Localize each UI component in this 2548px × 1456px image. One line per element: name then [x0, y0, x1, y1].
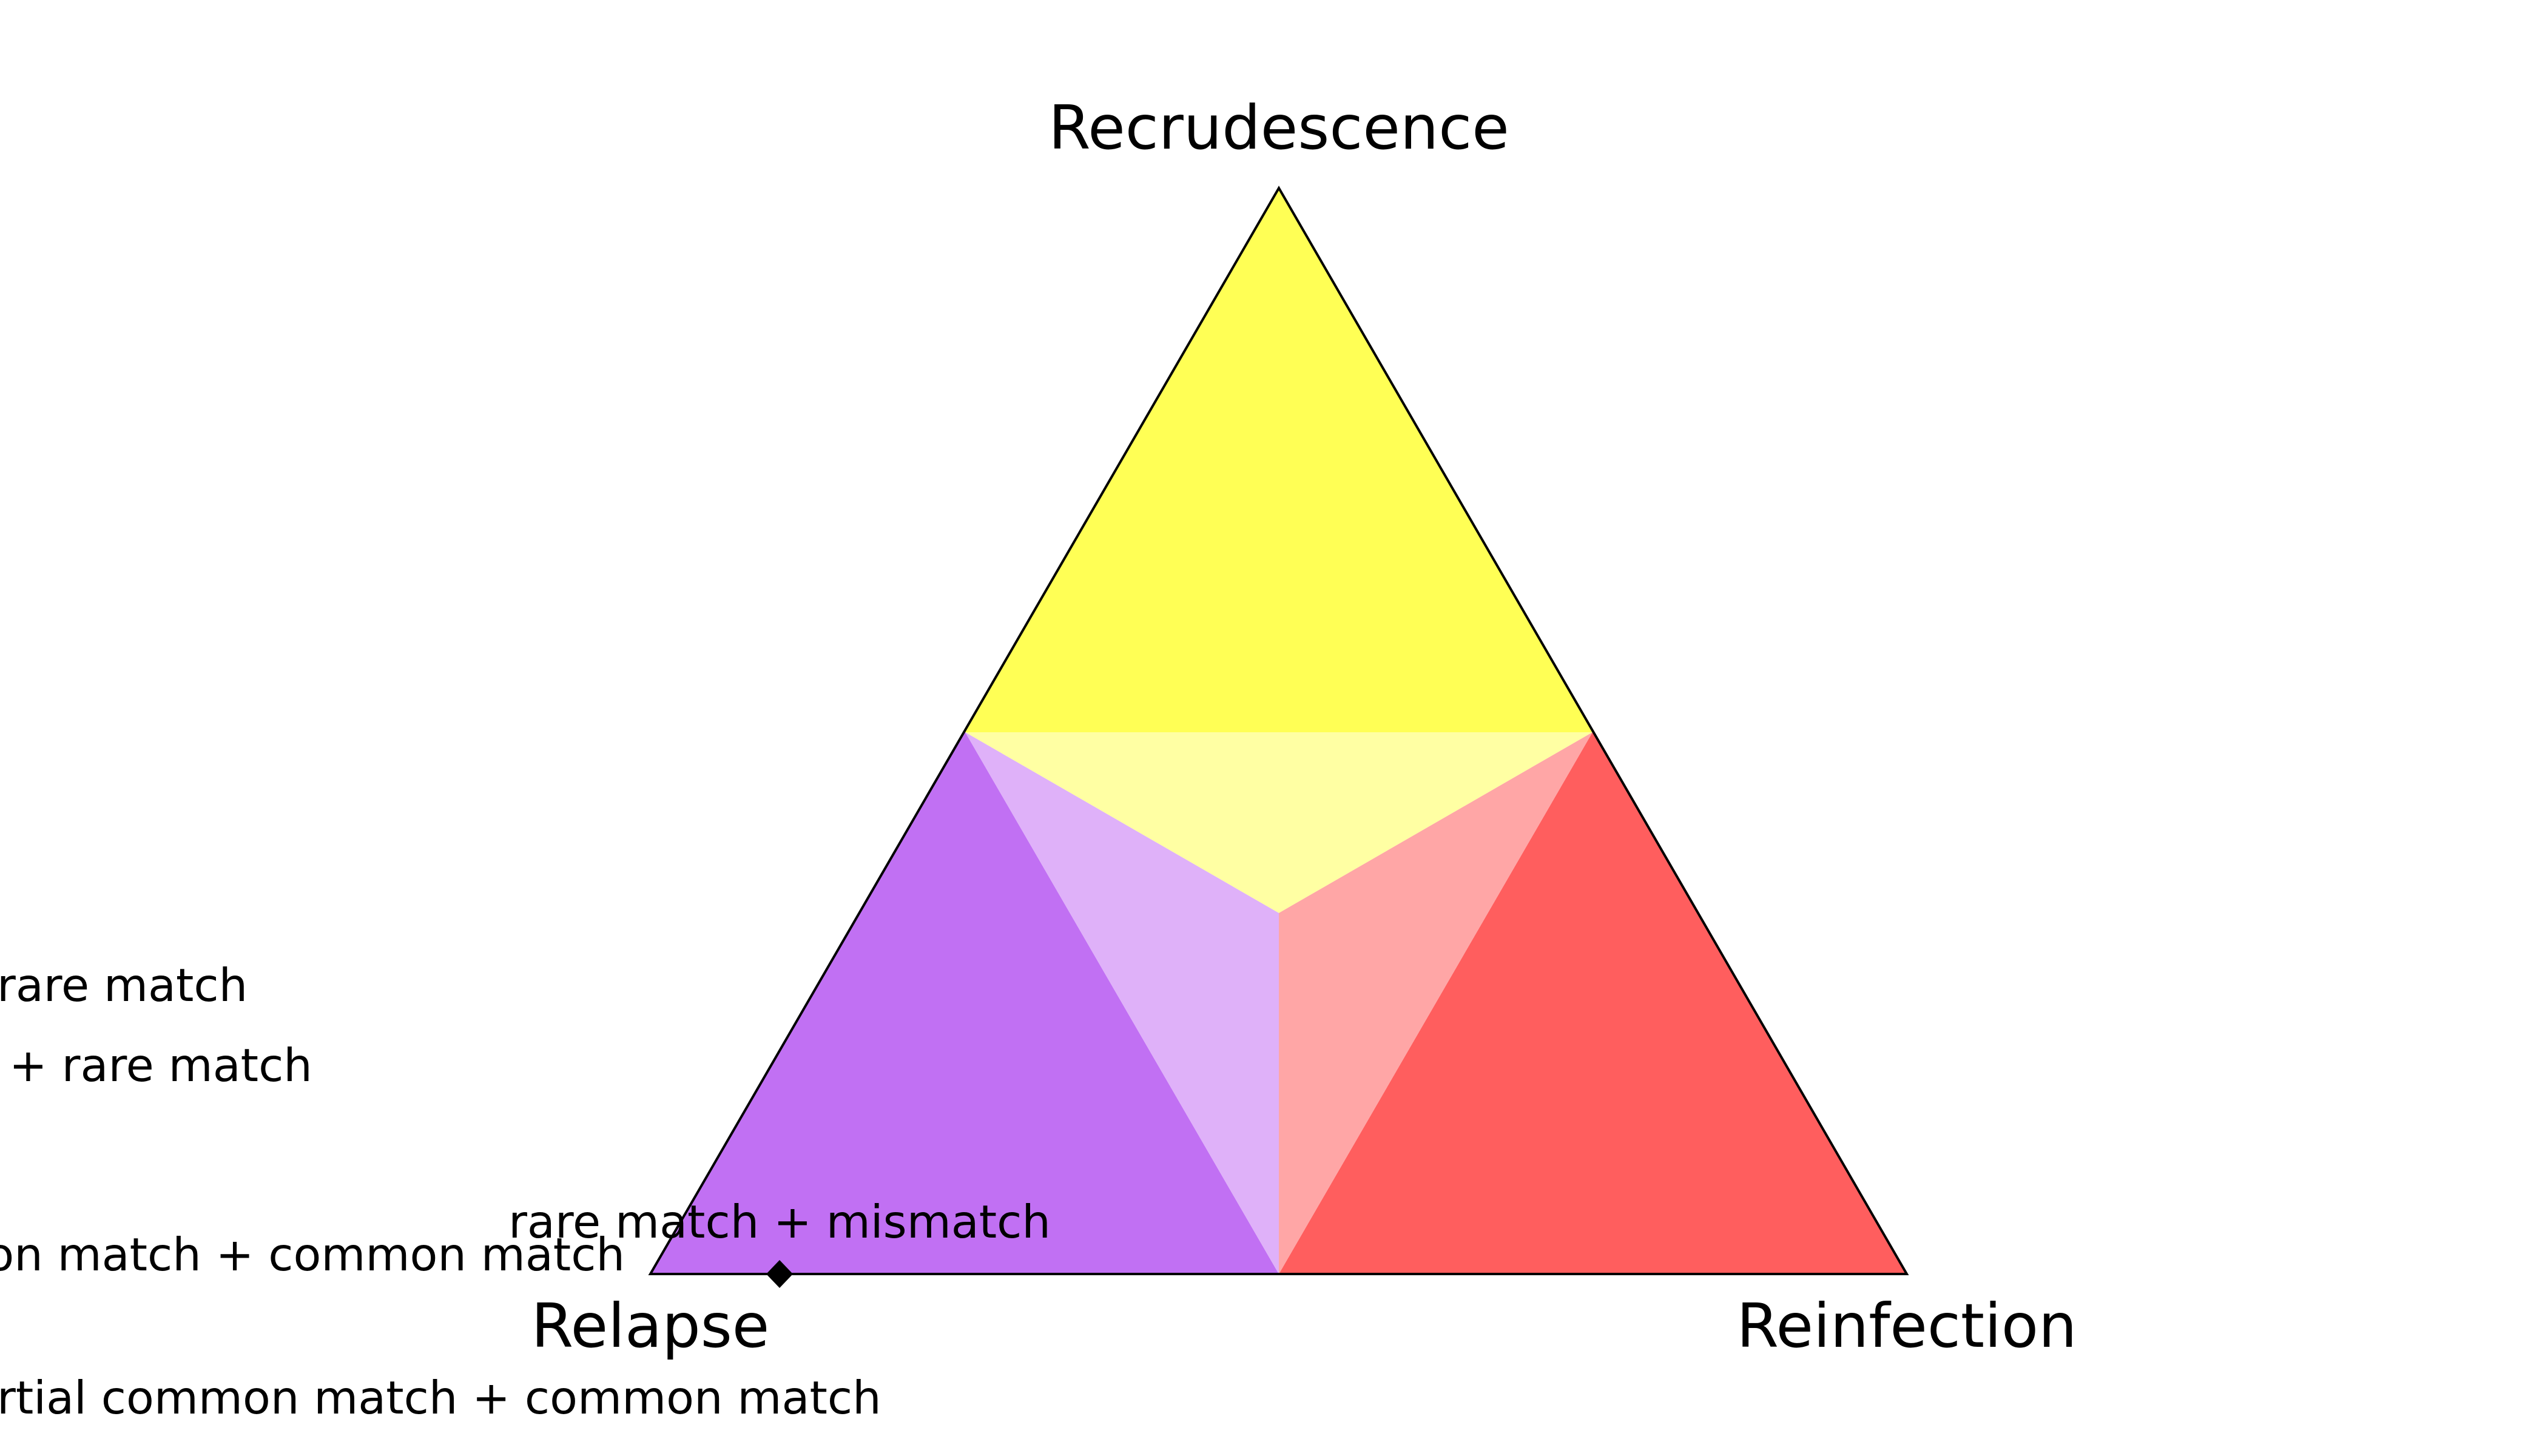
region-recrudescence — [965, 188, 1592, 732]
region-reinfection — [1279, 732, 1907, 1274]
annotation-plus-rare-match: + rare match — [9, 1039, 312, 1092]
region-reinfection-light — [1279, 732, 1592, 1274]
data-point-marker — [766, 1260, 793, 1288]
region-relapse-light — [965, 732, 1279, 1274]
region-relapse — [650, 732, 1279, 1274]
annotation-rare-match-mismatch: rare match + mismatch — [508, 1195, 1051, 1249]
annotation-common-match: on match + common match — [0, 1228, 625, 1281]
annotation-partial-common-match: rtial common match + common match — [0, 1371, 881, 1424]
vertex-label-recrudescence: Recrudescence — [1048, 92, 1509, 163]
triangle-outline — [648, 186, 1909, 1275]
region-recrudescence-light — [965, 732, 1592, 913]
vertex-label-reinfection: Reinfection — [1737, 1290, 2077, 1361]
vertex-label-relapse: Relapse — [531, 1290, 770, 1361]
annotation-rare-match: rare match — [0, 959, 248, 1012]
